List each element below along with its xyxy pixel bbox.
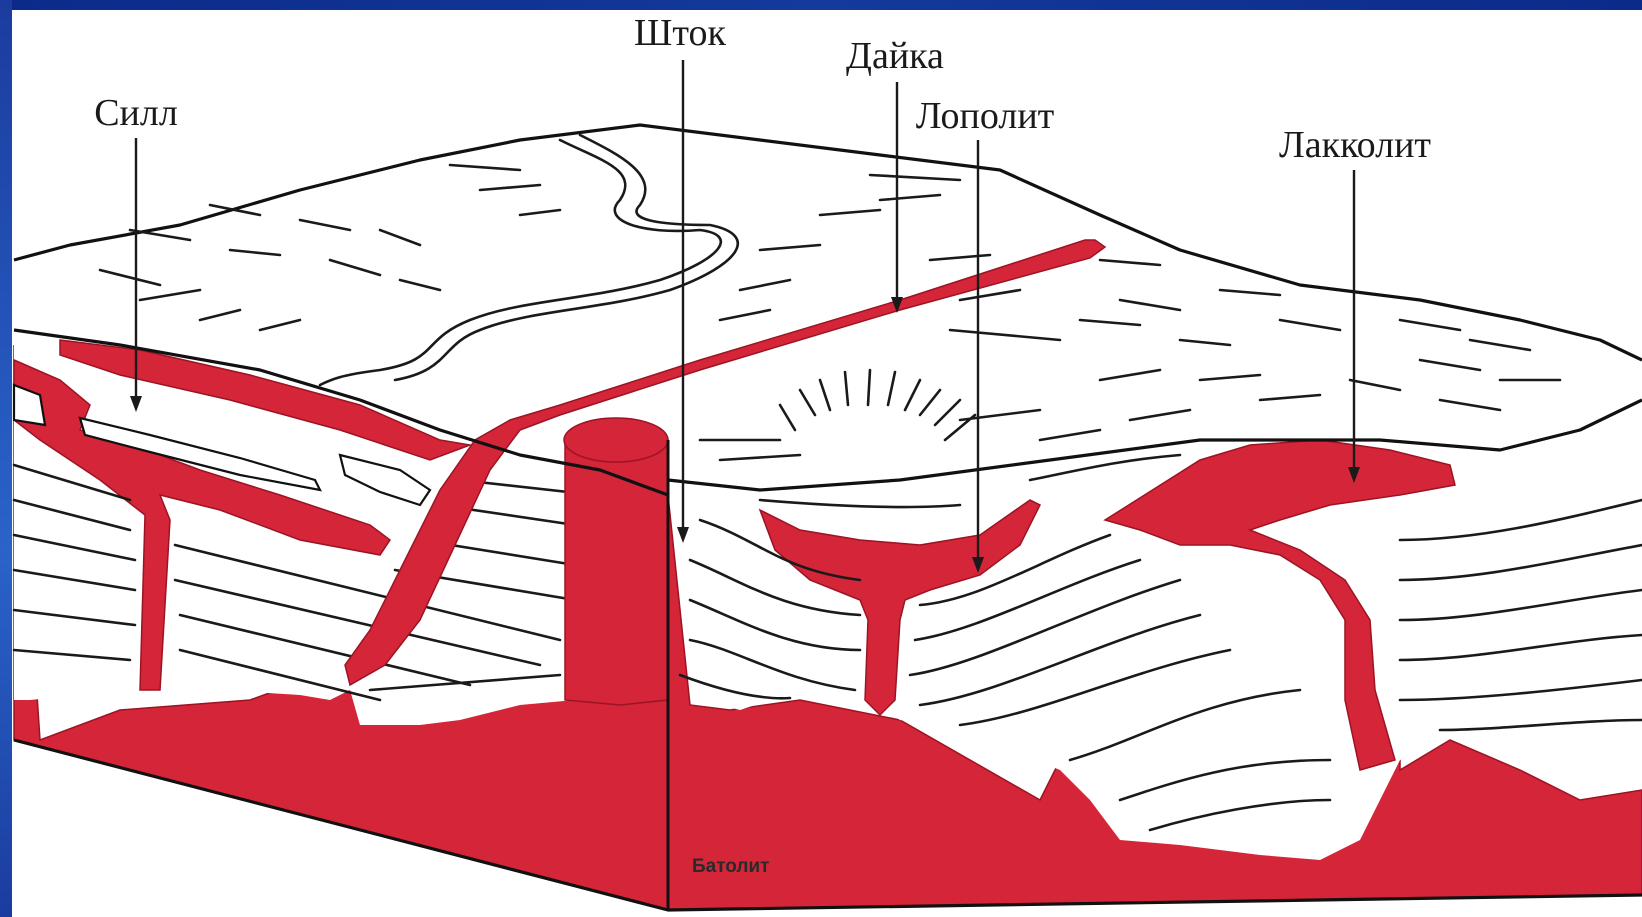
- label-laccolith: Лакколит: [1279, 124, 1431, 166]
- label-stock: Шток: [634, 12, 726, 54]
- lopolith-dome-rays: [780, 370, 975, 440]
- stock-top: [564, 418, 668, 462]
- label-batholith: Батолит: [692, 856, 769, 877]
- label-sill: Силл: [94, 92, 178, 134]
- river-channel: [320, 135, 738, 385]
- stock-body: [565, 440, 668, 705]
- label-dike: Дайка: [846, 35, 944, 77]
- stock-arrowhead: [677, 527, 689, 543]
- label-lopolith: Лополит: [916, 95, 1055, 137]
